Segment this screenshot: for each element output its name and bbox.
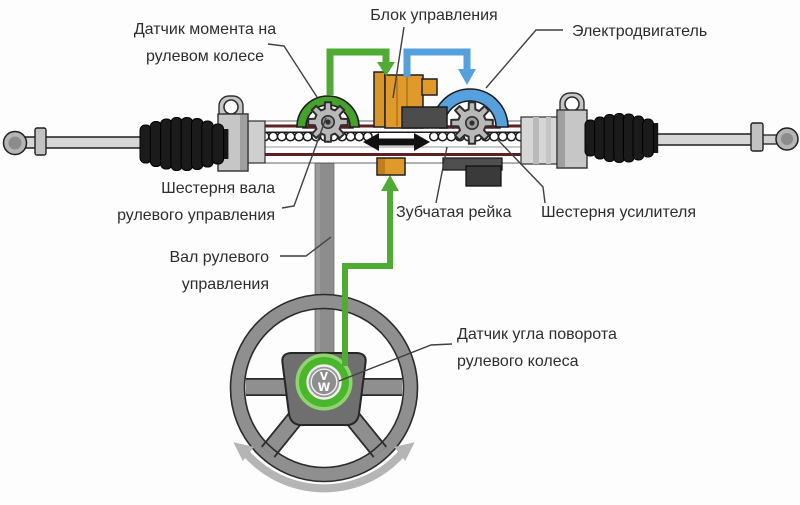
tie-rod-left	[2, 127, 145, 156]
callout-angle-sensor	[338, 343, 453, 382]
signal-wire-angle-sensor	[342, 175, 399, 366]
control-unit-block	[373, 71, 448, 176]
bellows-right	[584, 113, 659, 163]
callout-control-unit	[392, 26, 405, 99]
control-unit-label: Блок управления	[370, 7, 498, 24]
rack-travel-arrow-icon	[363, 133, 430, 151]
steering-pinion-gear	[307, 101, 349, 143]
electric-motor-label: Электродвигатель	[572, 23, 708, 40]
assist-pinion-label: Шестерня усилителя	[541, 204, 696, 221]
bellows-left	[139, 117, 229, 171]
callout-steering-shaft	[280, 236, 332, 257]
mount-bracket-right	[556, 92, 588, 169]
callout-steering-pinion	[281, 117, 327, 209]
angle-sensor-label: Датчик угла поворота рулевого колеса	[457, 326, 617, 370]
callout-torque-sensor	[267, 43, 318, 98]
steering-angle-sensor-glow	[295, 353, 353, 411]
assist-motor-arc	[431, 88, 509, 128]
svg-text:V: V	[320, 371, 329, 383]
motor-coupling	[401, 106, 448, 129]
signal-wire-motor	[403, 48, 476, 85]
steering-rack	[2, 92, 799, 187]
steering-pinion-label: Шестерня вала рулевого управления	[117, 180, 275, 224]
steering-shaft	[314, 127, 335, 369]
assist-drive-housing	[442, 157, 503, 187]
steering-wheel: V W	[229, 293, 419, 483]
vw-logo-icon: V W	[306, 364, 342, 400]
callout-assist-pinion	[496, 138, 546, 204]
tie-rod-right	[644, 122, 799, 152]
torque-sensor-label: Датчик момента на рулевом колесе	[133, 21, 277, 65]
housing-cap-left	[246, 120, 266, 164]
callout-gear-rack	[435, 146, 448, 204]
signal-wire-torque-sensor	[326, 48, 395, 95]
rotation-arrows-icon	[233, 442, 415, 493]
svg-text:W: W	[318, 380, 331, 394]
assist-pinion-gear	[450, 101, 494, 145]
housing-cap-right	[520, 116, 560, 165]
callout-electric-motor	[485, 29, 563, 89]
steering-shaft-label: Вал рулевого управления	[169, 249, 269, 293]
gear-rack-label: Зубчатая рейка	[396, 204, 512, 221]
